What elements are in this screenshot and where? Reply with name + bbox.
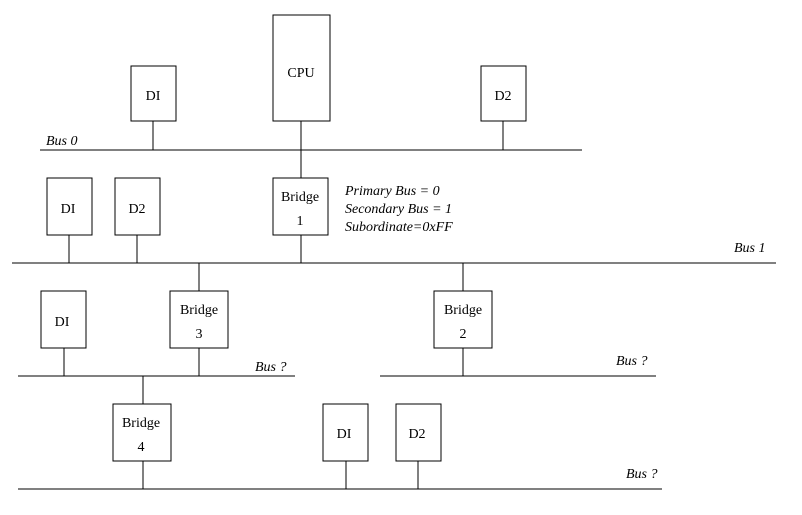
- bridge-box: [272, 177, 329, 236]
- bus-0-label: Bus 0: [46, 134, 78, 149]
- bridge-number: 3: [196, 327, 203, 342]
- device-label: DI: [146, 89, 161, 104]
- bridge-number: 2: [460, 327, 467, 342]
- cpu-box: [272, 14, 331, 122]
- cpu-label: CPU: [287, 66, 314, 81]
- bus-right-label: Bus ?: [616, 354, 648, 369]
- bridge-number: 4: [138, 440, 145, 455]
- bus-bottom-label: Bus ?: [626, 467, 658, 482]
- device-label: DI: [337, 427, 352, 442]
- bridge1-note-secondary: Secondary Bus = 1: [345, 202, 452, 217]
- device-label: D2: [408, 427, 425, 442]
- device-box: [40, 290, 87, 349]
- device-box: [46, 177, 93, 236]
- bus-1-label: Bus 1: [734, 241, 766, 256]
- device-box: [114, 177, 161, 236]
- device-box: [130, 65, 177, 122]
- bridge-label: Bridge: [122, 416, 160, 431]
- bridge-number: 1: [297, 214, 304, 229]
- bus-left-label: Bus ?: [255, 360, 287, 375]
- bridge-label: Bridge: [180, 303, 218, 318]
- device-label: DI: [55, 315, 70, 330]
- device-label: D2: [128, 202, 145, 217]
- device-label: DI: [61, 202, 76, 217]
- bridge-label: Bridge: [444, 303, 482, 318]
- bridge-box: [433, 290, 493, 349]
- bridge-label: Bridge: [281, 190, 319, 205]
- bridge1-note-subordinate: Subordinate=0xFF: [345, 220, 453, 235]
- device-box: [322, 403, 369, 462]
- bridge-box: [112, 403, 172, 462]
- device-label: D2: [494, 89, 511, 104]
- device-box: [480, 65, 527, 122]
- device-box: [395, 403, 442, 462]
- bridge1-note-primary: Primary Bus = 0: [344, 184, 440, 199]
- bridge-box: [169, 290, 229, 349]
